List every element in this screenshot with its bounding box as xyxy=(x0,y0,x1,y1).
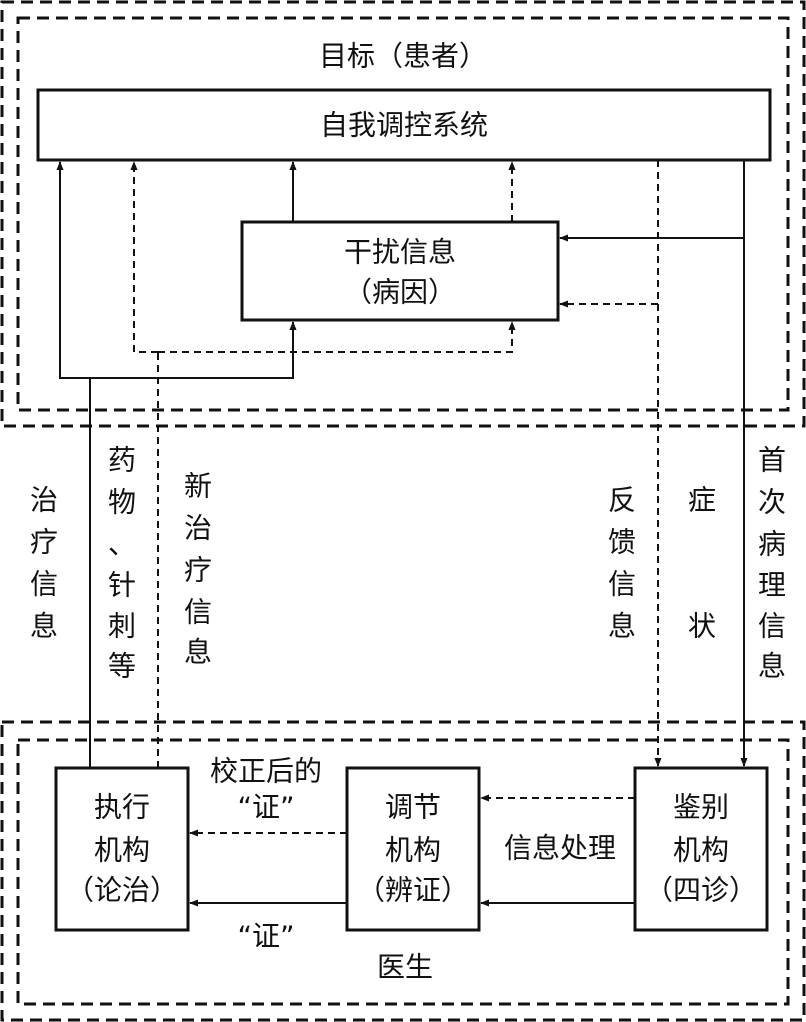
treatment-info-char: 息 xyxy=(30,610,58,643)
execution-label-line1: 执行 xyxy=(94,791,150,824)
patient-title: 目标（患者） xyxy=(319,40,487,73)
new-treatment-info-char: 疗 xyxy=(184,554,212,587)
new-treatment-info-char: 新 xyxy=(184,470,212,503)
disturbance-box xyxy=(240,220,560,322)
identification-label-line2: 机构 xyxy=(673,834,729,867)
treatment-info-char: 信 xyxy=(30,568,58,601)
new-treatment-info-char: 息 xyxy=(184,636,212,669)
feedback-info-char: 反 xyxy=(608,484,636,517)
doctor-region-border xyxy=(0,720,806,1022)
symptoms-char: 症 xyxy=(688,484,716,517)
regulation-label-line3: （辨证） xyxy=(357,874,469,907)
first-pathology-info-char: 信 xyxy=(758,610,786,643)
first-pathology-info-char: 理 xyxy=(758,569,786,602)
feedback-info-char: 信 xyxy=(608,568,636,601)
corrected-zheng-label-line1: 校正后的 xyxy=(210,755,322,788)
regulation-box xyxy=(345,766,481,932)
feedback-info-label: 反 馈 信 息 xyxy=(608,484,636,643)
regulation-label-line2: 机构 xyxy=(385,834,441,867)
first-pathology-info-char: 病 xyxy=(758,528,786,561)
first-pathology-info-char: 息 xyxy=(758,650,786,683)
treatment-info-label: 治 疗 信 息 xyxy=(30,484,58,643)
self-regulation-box xyxy=(36,88,772,162)
drugs-acupuncture-char: 等 xyxy=(108,650,136,683)
new-treatment-to-disturbance-arrow xyxy=(158,321,516,353)
feedback-info-char: 息 xyxy=(608,610,636,643)
drugs-acupuncture-char: 针 xyxy=(108,569,136,602)
new-treatment-to-self-arrow xyxy=(130,161,158,353)
drugs-acupuncture-char: 刺 xyxy=(108,610,136,643)
disturbance-label-line2: （病因） xyxy=(344,276,456,309)
treatment-info-char: 疗 xyxy=(30,526,58,559)
symptoms-label: 症 状 xyxy=(688,484,716,643)
symptoms-char: 状 xyxy=(688,610,716,643)
first-pathology-info-char: 首 xyxy=(758,444,786,477)
doctor-label: 医生 xyxy=(377,951,433,984)
treatment-to-self-arrow xyxy=(56,161,90,379)
disturbance-label-line1: 干扰信息 xyxy=(344,236,456,269)
info-processing-label: 信息处理 xyxy=(504,832,616,865)
execution-label-line2: 机构 xyxy=(94,834,150,867)
self-regulation-label: 自我调控系统 xyxy=(320,109,488,142)
identification-box xyxy=(633,766,769,932)
treatment-info-char: 治 xyxy=(30,484,58,517)
feedback-info-char: 馈 xyxy=(608,526,636,559)
new-treatment-info-label: 新 治 疗 信 息 xyxy=(184,470,212,669)
new-treatment-info-char: 信 xyxy=(184,596,212,629)
identification-label-line1: 鉴别 xyxy=(673,791,729,824)
first-pathology-info-label: 首 次 病 理 信 息 xyxy=(758,444,786,683)
patient-region-border xyxy=(0,0,806,428)
new-treatment-info-char: 治 xyxy=(184,512,212,545)
drugs-acupuncture-char: 、 xyxy=(108,528,136,561)
regulation-label-line1: 调节 xyxy=(385,791,441,824)
drugs-acupuncture-label: 药 物 、 针 刺 等 xyxy=(108,444,136,683)
identification-label-line3: （四诊） xyxy=(645,874,757,907)
execution-label-line3: （论治） xyxy=(66,874,178,907)
execution-box xyxy=(54,766,190,932)
drugs-acupuncture-char: 药 xyxy=(108,444,136,477)
treatment-to-disturbance-arrow xyxy=(90,321,297,379)
corrected-zheng-label-line2: “证” xyxy=(237,791,294,824)
first-pathology-info-char: 次 xyxy=(758,486,786,519)
drugs-acupuncture-char: 物 xyxy=(108,486,136,519)
zheng-label: “证” xyxy=(237,920,294,953)
